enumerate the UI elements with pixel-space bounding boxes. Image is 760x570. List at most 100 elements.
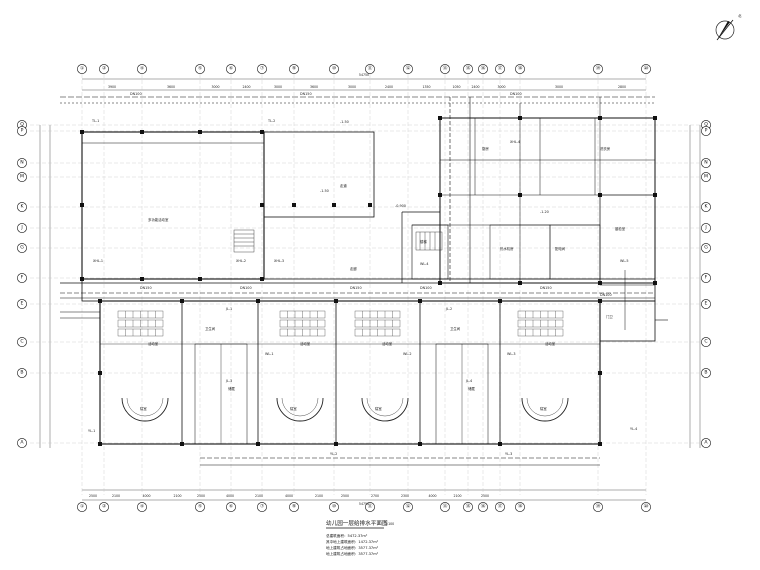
column: [256, 442, 260, 446]
axis-label: Q: [20, 122, 24, 128]
axis-label: ④: [140, 66, 144, 72]
axis-label: ⑫: [406, 65, 411, 72]
axis-label: N: [704, 160, 707, 166]
stat-line: 总建筑面积：5472.37m²: [326, 533, 368, 538]
column: [418, 299, 422, 303]
axis-bubble: ⑱: [515, 502, 525, 512]
arc-seating: [361, 397, 409, 422]
classroom-furniture: [117, 310, 564, 337]
axis-label: B: [20, 370, 23, 376]
pipe-label: TL-1: [91, 119, 99, 123]
room-label: 配电间: [555, 246, 566, 251]
pipe-label: TL-2: [267, 119, 275, 123]
drawing-title-block: 幼儿园一层给排水平面图 1:100 总建筑面积：5472.37m² 其中地上建筑…: [326, 519, 394, 556]
pipe-label: JL-3: [225, 379, 232, 383]
arc-seating: [121, 397, 169, 422]
axis-label: ④: [140, 504, 144, 510]
axis-bubble: ⑨: [289, 64, 299, 74]
dimension-value: 3600: [310, 85, 318, 89]
pipe-label: DN150: [300, 92, 312, 96]
elevation-label: -0.900: [395, 204, 406, 208]
axis-bubble: ⑲: [593, 502, 603, 512]
column: [334, 299, 338, 303]
room-label: 储藏: [228, 386, 235, 391]
axis-bubble: ⑯: [478, 64, 488, 74]
dimension-value: 2100: [173, 494, 181, 498]
axis-bubble: G: [17, 243, 27, 253]
pipe-label: WL-1: [265, 352, 274, 356]
axis-label: P: [21, 128, 24, 134]
axis-label: ⑲: [596, 503, 601, 510]
elevation-label: -1.20: [540, 210, 549, 214]
column: [198, 277, 202, 281]
axis-gridlines: [30, 74, 700, 495]
axis-label: ⑨: [292, 504, 296, 510]
axis-label: ⑤: [198, 66, 202, 72]
column: [498, 299, 502, 303]
axis-bubble: ⑰: [495, 502, 505, 512]
room-label: 多功能活动室: [148, 217, 169, 222]
axis-bubble: ⑳: [641, 502, 651, 512]
north-label: 北: [738, 13, 742, 18]
axis-label: ⑮: [466, 503, 471, 510]
stat-line: 其中地上建筑面积：1472.37m²: [326, 539, 379, 544]
bottom-total-dimension: 54750: [359, 502, 369, 506]
axis-bubble: ⑮: [463, 502, 473, 512]
dimension-value: 2400: [242, 85, 250, 89]
axis-bubble: ②: [99, 64, 109, 74]
axis-bubble: ②: [99, 502, 109, 512]
room-label: 楼梯: [420, 239, 427, 244]
column: [180, 299, 184, 303]
axis-label: ⑱: [518, 503, 523, 510]
axis-bubble: F: [17, 273, 27, 283]
dimension-value: 4000: [428, 494, 436, 498]
axis-label: ⑪: [368, 65, 373, 72]
column: [332, 203, 336, 207]
dimension-value: 2100: [315, 494, 323, 498]
elevation-label: -1.50: [320, 189, 329, 193]
axis-bubble: ⑫: [403, 502, 413, 512]
structural-columns: [80, 116, 657, 446]
arc-seating: [521, 397, 569, 422]
pipe-label: WL-4: [420, 262, 429, 266]
column: [438, 116, 442, 120]
axis-bubble: ①: [77, 502, 87, 512]
pipe-label: XHL-4: [510, 140, 520, 144]
axis-bubble: P: [17, 126, 27, 136]
axis-label: A: [704, 440, 708, 446]
axis-bubble: K: [701, 202, 711, 212]
room-label: 卫生间: [450, 326, 461, 331]
pipe-label: WL-2: [403, 352, 412, 356]
pipe-label: DN150: [140, 286, 152, 290]
axis-bubble: F: [701, 273, 711, 283]
axis-label: M: [20, 174, 24, 180]
axis-bubble: J: [701, 223, 711, 233]
axis-label: Q: [704, 122, 708, 128]
axis-label: ①: [80, 504, 84, 510]
axis-label: ⑳: [644, 65, 649, 72]
pipe-label: XHL-1: [93, 259, 103, 263]
dimension-value: 4000: [142, 494, 150, 498]
room-label: 活动室: [148, 341, 159, 346]
axis-label: ⑳: [644, 503, 649, 510]
axis-bubble: ④: [137, 502, 147, 512]
axis-bubble: P: [701, 126, 711, 136]
column: [260, 277, 264, 281]
column: [98, 371, 102, 375]
axis-label: ⑮: [466, 65, 471, 72]
room-label: 储藏: [468, 386, 475, 391]
dimension-value: 3000: [274, 85, 282, 89]
left-dimension-lines: [39, 125, 51, 448]
column: [80, 277, 84, 281]
axis-bubble: ⑤: [195, 502, 205, 512]
axis-label: E: [21, 301, 24, 307]
dimension-value: 3000: [211, 85, 219, 89]
pipe-label: YL-4: [630, 427, 637, 431]
axis-label: ⑦: [260, 504, 264, 510]
dimension-value: 3000: [555, 85, 563, 89]
axis-label: ②: [102, 504, 106, 510]
axis-bubble: ⑦: [257, 64, 267, 74]
